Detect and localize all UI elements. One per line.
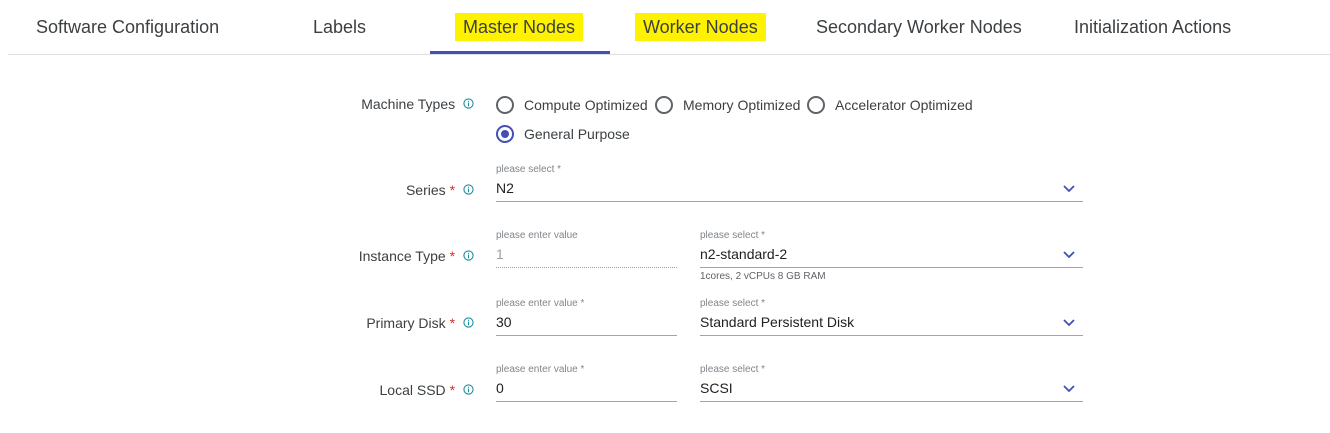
tab-initialization-actions[interactable]: Initialization Actions: [1074, 0, 1231, 54]
radio-circle: [496, 96, 514, 114]
machine-types-label: Machine Types: [361, 96, 474, 112]
local-ssd-count-input[interactable]: please enter value * 0: [496, 364, 677, 404]
field-value: n2-standard-2: [700, 246, 788, 262]
tab-software-configuration[interactable]: Software Configuration: [36, 0, 219, 54]
field-value: SCSI: [700, 380, 733, 396]
instance-type-label: Instance Type*: [359, 248, 474, 264]
active-tab-indicator: [430, 51, 610, 54]
chevron-down-icon: [1063, 180, 1075, 198]
field-underline: [700, 267, 1083, 268]
required-mark: *: [449, 315, 456, 331]
label-text: Machine Types: [361, 96, 456, 112]
field-underline: [496, 335, 677, 336]
radio-circle: [655, 96, 673, 114]
series-label: Series*: [406, 182, 474, 198]
field-underline: [496, 401, 677, 402]
radio-label: Compute Optimized: [524, 97, 648, 113]
field-hint: please enter value: [496, 230, 578, 241]
instance-count-input[interactable]: please enter value 1: [496, 230, 677, 270]
primary-disk-size-input[interactable]: please enter value * 30: [496, 298, 677, 338]
chevron-down-icon: [1063, 246, 1075, 264]
tab-labels[interactable]: Labels: [313, 0, 366, 54]
radio-memory-optimized[interactable]: Memory Optimized: [655, 96, 800, 114]
required-mark: *: [449, 382, 456, 398]
radio-general-purpose[interactable]: General Purpose: [496, 125, 630, 143]
tab-secondary-worker-nodes[interactable]: Secondary Worker Nodes: [816, 0, 1022, 54]
info-icon[interactable]: [463, 382, 474, 398]
radio-label: General Purpose: [524, 126, 630, 142]
radio-label: Memory Optimized: [683, 97, 801, 113]
label-text: Series: [405, 182, 446, 198]
tab-label: Labels: [313, 17, 367, 37]
tab-label: Secondary Worker Nodes: [816, 17, 1022, 37]
required-mark: *: [449, 182, 456, 198]
field-hint: please select *: [700, 230, 766, 241]
chevron-down-icon: [1063, 314, 1075, 332]
field-hint: please select *: [700, 298, 766, 309]
label-text: Instance Type: [358, 248, 446, 264]
info-icon[interactable]: [463, 315, 474, 331]
label-text: Primary Disk: [366, 315, 446, 331]
radio-circle-checked: [496, 125, 514, 143]
tab-label: Master Nodes: [455, 13, 584, 41]
field-underline: [700, 335, 1083, 336]
instance-type-select[interactable]: please select * n2-standard-2: [700, 230, 1083, 270]
info-icon[interactable]: [463, 248, 474, 264]
field-underline: [700, 401, 1083, 402]
local-ssd-interface-select[interactable]: please select * SCSI: [700, 364, 1083, 404]
instance-type-specs: 1cores, 2 vCPUs 8 GB RAM: [700, 271, 826, 282]
radio-compute-optimized[interactable]: Compute Optimized: [496, 96, 648, 114]
series-select[interactable]: please select * N2: [496, 164, 1083, 204]
field-value: 1: [496, 246, 504, 262]
info-icon[interactable]: [463, 96, 474, 112]
tab-label: Initialization Actions: [1074, 17, 1232, 37]
field-value: 30: [496, 314, 512, 330]
radio-label: Accelerator Optimized: [835, 97, 973, 113]
tab-label: Software Configuration: [36, 17, 220, 37]
field-underline: [496, 267, 677, 268]
tab-label: Worker Nodes: [635, 13, 766, 41]
field-value: N2: [496, 180, 514, 196]
primary-disk-type-select[interactable]: please select * Standard Persistent Disk: [700, 298, 1083, 338]
primary-disk-label: Primary Disk*: [366, 315, 474, 331]
local-ssd-label: Local SSD*: [380, 382, 475, 398]
label-text: Local SSD: [379, 382, 446, 398]
info-icon[interactable]: [463, 182, 474, 198]
tab-bar: Software Configuration Labels Master Nod…: [8, 0, 1330, 55]
field-value: 0: [496, 380, 504, 396]
required-mark: *: [449, 248, 456, 264]
radio-accelerator-optimized[interactable]: Accelerator Optimized: [807, 96, 973, 114]
field-hint: please select *: [496, 164, 562, 175]
field-hint: please enter value *: [496, 364, 585, 375]
radio-circle: [807, 96, 825, 114]
field-hint: please enter value *: [496, 298, 585, 309]
chevron-down-icon: [1063, 380, 1075, 398]
field-value: Standard Persistent Disk: [700, 314, 855, 330]
tab-worker-nodes[interactable]: Worker Nodes: [635, 0, 766, 54]
tab-master-nodes[interactable]: Master Nodes: [455, 0, 584, 54]
field-underline: [496, 201, 1083, 202]
field-hint: please select *: [700, 364, 766, 375]
